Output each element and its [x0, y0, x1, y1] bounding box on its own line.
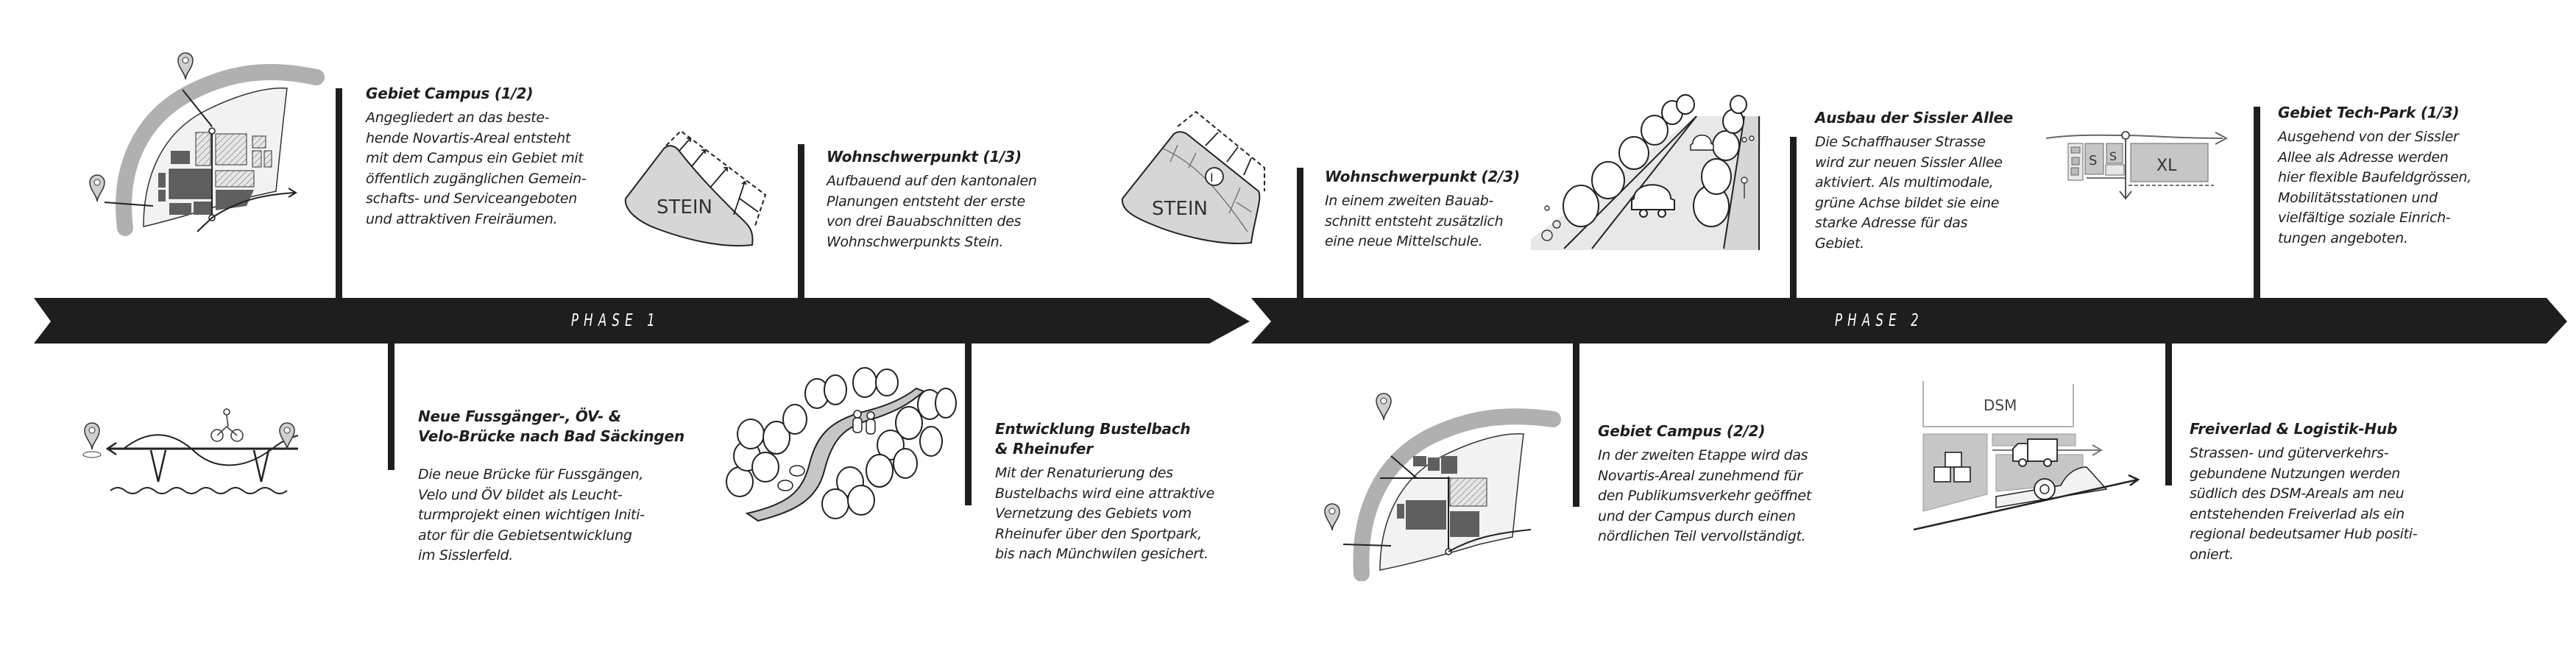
milestone-bridge: Neue Fussgänger-, ÖV- & Velo-Brücke nach… — [418, 393, 698, 580]
location-pin-icon — [177, 52, 194, 80]
milestone-gebiet-campus-2: Gebiet Campus (2/2) In der zweiten Etapp… — [1598, 421, 1863, 547]
cyclist-icon — [1541, 205, 1561, 241]
bridge-illustration — [82, 408, 299, 494]
stream-forest-illustration — [726, 367, 957, 522]
stein-label: STEIN — [1152, 198, 1208, 220]
milestone-description: Die neue Brücke für Fussgängen, Velo und… — [418, 466, 645, 563]
milestone-title: Gebiet Campus (1/2) — [366, 85, 534, 102]
milestone-stem — [2165, 340, 2172, 485]
school-marker-icon — [1205, 167, 1224, 186]
milestone-title: Ausbau der Sissler Allee — [1815, 109, 2014, 127]
avenue-trees-illustration — [1531, 94, 1761, 250]
milestone-stem — [2254, 107, 2260, 302]
tree-icons — [726, 367, 957, 519]
tree-icons — [1563, 94, 1747, 227]
milestone-title: Gebiet Tech-Park (1/3) — [2278, 104, 2460, 121]
location-pin-icon — [1376, 393, 1392, 421]
milestone-gebiet-campus-1: Gebiet Campus (1/2) Angegliedert an das … — [366, 84, 631, 229]
pedestrian-icon — [1741, 135, 1755, 199]
stein-label: STEIN — [657, 196, 712, 218]
pedestrian-icon — [852, 410, 876, 435]
campus-map-illustration — [89, 52, 325, 236]
location-pin-icon — [1324, 503, 1340, 531]
logistics-hub-illustration: DSM — [1914, 381, 2140, 531]
milestone-stem — [1790, 137, 1797, 302]
milestone-wohnschwerpunkt-2: Wohnschwerpunkt (2/3) In einem zweiten B… — [1325, 167, 1546, 252]
milestone-description: Strassen- und güterverkehrs- gebundene N… — [2190, 445, 2418, 563]
phase-2-label: PHASE 2 — [1835, 311, 1924, 330]
milestone-title: Freiverlad & Logistik-Hub — [2190, 420, 2398, 438]
milestone-stem — [1297, 168, 1303, 302]
milestone-description: Die Schaffhauser Strasse wird zur neuen … — [1815, 134, 2003, 252]
plot-size-label: XL — [2156, 157, 2177, 175]
milestone-stem — [336, 88, 342, 302]
dsm-label: DSM — [1984, 396, 2017, 414]
bird-icon — [777, 465, 805, 491]
truck-icon — [2012, 438, 2058, 467]
milestone-description: Angegliedert an das beste- hende Novarti… — [366, 110, 587, 227]
milestone-stem — [965, 340, 972, 505]
milestone-title: Gebiet Campus (2/2) — [1598, 422, 1766, 440]
location-pin-icon — [89, 174, 105, 202]
milestone-wohnschwerpunkt-1: Wohnschwerpunkt (1/3) Aufbauend auf den … — [827, 147, 1062, 252]
milestone-description: In der zweiten Etappe wird das Novartis-… — [1598, 447, 1811, 544]
stein-expansion-illustration: STEIN — [624, 129, 767, 247]
stein-school-illustration: I STEIN — [1121, 110, 1265, 244]
milestone-title: Neue Fussgänger-, ÖV- & Velo-Brücke nach… — [418, 407, 684, 445]
milestone-logistik-hub: Freiverlad & Logistik-Hub Strassen- und … — [2190, 419, 2455, 565]
car-icon — [1631, 184, 1675, 218]
campus-map-2-illustration — [1324, 393, 1561, 581]
location-pin-icon — [279, 422, 295, 450]
milestone-stem — [1573, 340, 1579, 507]
milestone-title: Entwicklung Bustelbach & Rheinufer — [995, 420, 1191, 458]
school-marker-label: I — [1210, 171, 1214, 185]
phase-1-label: PHASE 1 — [571, 311, 660, 330]
milestone-description: In einem zweiten Bauab- schnitt entsteht… — [1325, 193, 1504, 249]
plot-sizes-illustration: S S XL — [2046, 131, 2229, 200]
milestone-description: Mit der Renaturierung des Bustelbachs wi… — [995, 465, 1215, 562]
milestone-title: Wohnschwerpunkt (2/3) — [1325, 168, 1520, 185]
milestone-stem — [798, 144, 804, 302]
milestone-title: Wohnschwerpunkt (1/3) — [827, 148, 1022, 166]
milestone-tech-park-1: Gebiet Tech-Park (1/3) Ausgehend von der… — [2278, 103, 2528, 249]
phase-2-arrow — [1251, 298, 2567, 344]
cyclist-icon — [210, 408, 244, 442]
milestone-stem — [388, 340, 394, 470]
car-icon — [1690, 135, 1714, 151]
milestone-sissler-allee: Ausbau der Sissler Allee Die Schaffhause… — [1815, 108, 2050, 254]
plot-size-label: S — [2089, 153, 2097, 168]
milestone-description: Ausgehend von der Sissler Allee als Adre… — [2278, 129, 2471, 246]
milestone-description: Aufbauend auf den kantonalen Planungen e… — [827, 173, 1037, 250]
plot-size-label: S — [2109, 149, 2117, 163]
phase-1-arrow — [34, 298, 1250, 344]
milestone-bustelbach: Entwicklung Bustelbach & Rheinufer Mit d… — [995, 419, 1260, 565]
location-pin-icon — [82, 422, 102, 458]
boxes-icon — [1933, 452, 1971, 483]
